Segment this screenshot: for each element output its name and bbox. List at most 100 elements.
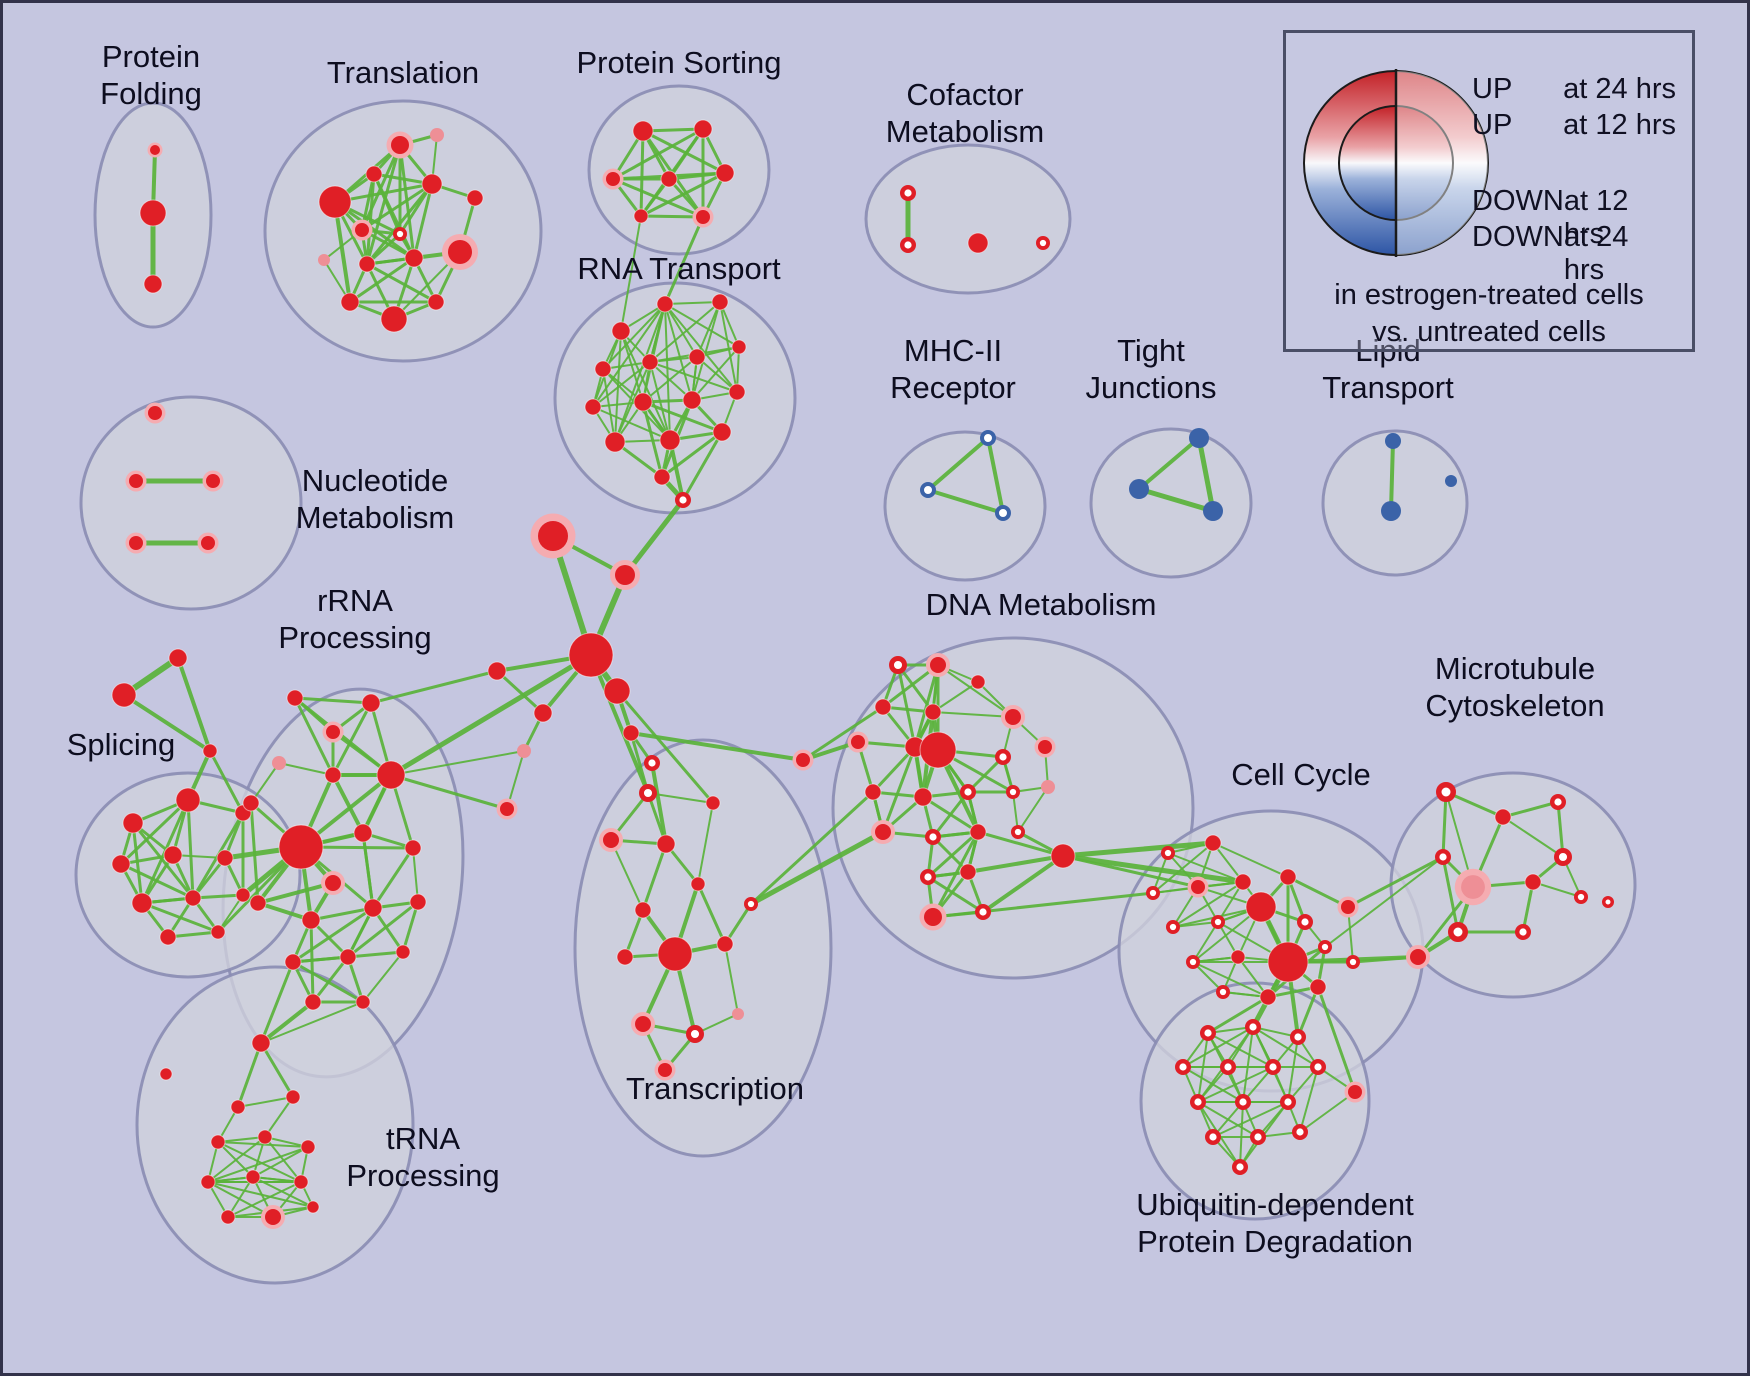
edge-rr1-rr2 (293, 696, 373, 705)
node-rr13 (301, 910, 321, 930)
edge-cc11-cc15 (1192, 961, 1224, 993)
edge-rr13-rr19 (309, 918, 315, 1004)
node-ps3 (602, 168, 624, 190)
node-rr6 (376, 760, 406, 790)
edge-cc18-mc4 (1346, 855, 1445, 909)
edge-dm25-cc4 (1061, 854, 1200, 889)
edge-tn9-tn11 (227, 1176, 254, 1218)
edge-cc17-ub15 (1316, 985, 1357, 1094)
node-ub9 (1234, 1093, 1251, 1110)
node-rt4 (594, 360, 612, 378)
node-h7 (533, 703, 553, 723)
node-cc19 (1346, 954, 1361, 969)
legend-row-up-12: UP at 12 hrs (1472, 109, 1676, 142)
node-sp4 (111, 854, 131, 874)
node-h1 (675, 492, 692, 509)
edge-h9-lk1 (629, 731, 805, 762)
node-tc7 (657, 936, 693, 972)
edge-mh1-mh2 (926, 436, 990, 492)
node-mc10 (1514, 924, 1531, 941)
edge-rr11-rr12 (256, 881, 335, 905)
node-cc8 (1245, 891, 1277, 923)
node-tr6 (466, 189, 484, 207)
edge-tc10-dm12 (749, 790, 875, 906)
edge-sp2-sp4 (119, 798, 190, 866)
edge-mh2-mh3 (926, 488, 1005, 515)
node-ub1 (1199, 1024, 1216, 1041)
edge-rt3-rt6 (696, 301, 721, 358)
node-tc8 (616, 948, 634, 966)
node-dm17 (871, 820, 895, 844)
edge-rt6-rt9 (642, 356, 698, 403)
node-rr11 (321, 871, 345, 895)
node-tc12 (685, 1024, 704, 1043)
node-rt5 (641, 353, 659, 371)
edge-tn6-tn8 (207, 1136, 266, 1183)
edge-tj1-tj3 (1196, 435, 1216, 514)
node-dm11 (1034, 736, 1056, 758)
edge-rr9-rr14 (361, 831, 375, 910)
node-mc7 (1524, 873, 1542, 891)
node-dm1 (888, 655, 907, 674)
edge-tc2-tc5 (610, 839, 644, 911)
node-tn12 (261, 1205, 285, 1229)
edge-rr1-rr5 (293, 696, 335, 777)
node-h11 (496, 798, 518, 820)
node-pf3 (143, 274, 163, 294)
node-h2 (530, 513, 576, 559)
edge-tr5-tr7 (360, 182, 434, 232)
node-rt8 (584, 398, 602, 416)
node-rr10 (404, 839, 422, 857)
node-tc14 (654, 1059, 676, 1081)
node-dm5 (924, 703, 942, 721)
edge-tr5-tr11 (412, 182, 434, 260)
node-cc4 (1187, 876, 1209, 898)
node-rr2 (361, 693, 381, 713)
node-cc13 (1267, 941, 1309, 983)
node-pf2 (139, 199, 167, 227)
node-tn8 (200, 1174, 216, 1190)
edge-rr20-tn1 (260, 1001, 364, 1044)
legend-down-24-label: DOWN (1472, 221, 1564, 253)
cluster-ellipse-mhc-ii-receptor (883, 430, 1047, 582)
node-nm5 (197, 532, 219, 554)
node-dm16 (1041, 780, 1055, 794)
node-h8 (517, 744, 531, 758)
edge-x1-x3 (176, 656, 212, 753)
edge-dm25-cc2 (1060, 840, 1216, 859)
cluster-label-protein-sorting: Protein Sorting (576, 45, 781, 80)
node-tr13 (340, 292, 360, 312)
edge-rt9-rt15 (641, 400, 664, 479)
node-cc11 (1186, 954, 1201, 969)
node-h4 (568, 632, 614, 678)
edge-mc3-mc5 (1556, 800, 1565, 859)
cluster-label-dna-metabolism: DNA Metabolism (926, 587, 1157, 622)
node-dm3 (970, 674, 986, 690)
edge-rt2-rt10 (664, 303, 693, 401)
edge-rt3-rt11 (719, 301, 738, 393)
node-rt2 (656, 295, 674, 313)
edge-mc1-mc2 (1444, 790, 1505, 819)
edge-tn4-tn6 (264, 1096, 294, 1138)
node-cc14 (1318, 939, 1333, 954)
edge-rt1-rt9 (620, 330, 644, 403)
edge-tn7-tn8 (207, 1146, 309, 1183)
node-sp9 (235, 887, 251, 903)
legend-caption: in estrogen-treated cells vs. untreated … (1286, 277, 1692, 351)
edge-tn8-tn13 (207, 1181, 314, 1208)
node-rt1 (611, 321, 631, 341)
node-sp8 (184, 889, 202, 907)
node-ub3 (1289, 1028, 1306, 1045)
cluster-label-rna-transport: RNA Transport (577, 251, 781, 286)
legend-caption-line2: vs. untreated cells (1372, 316, 1606, 348)
cluster-label-transcription: Transcription (626, 1071, 804, 1106)
node-ps4 (660, 170, 678, 188)
node-rr5 (324, 766, 342, 784)
node-cm4 (1036, 236, 1051, 251)
node-tn11 (220, 1209, 236, 1225)
edge-h6-h7 (495, 669, 545, 715)
node-ps1 (632, 120, 654, 142)
node-cc12 (1230, 949, 1246, 965)
cluster-ellipse-trna-processing (135, 965, 415, 1285)
